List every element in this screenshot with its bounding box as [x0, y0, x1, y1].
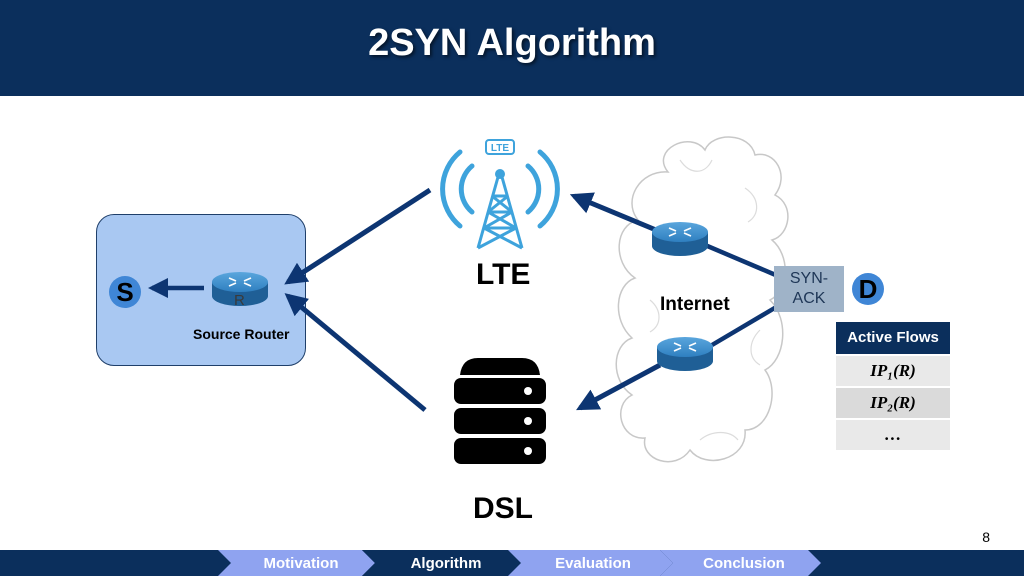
lte-caption: LTE — [476, 258, 531, 291]
source-router-caption: Source Router — [193, 326, 290, 342]
nav-tab-algorithm[interactable]: Algorithm — [410, 555, 482, 572]
active-flows-row: IP₂(R) — [836, 388, 950, 418]
nav-tab-conclusion[interactable]: Conclusion — [703, 555, 785, 572]
slide-title: 2SYN Algorithm — [368, 22, 656, 64]
dsl-caption: DSL — [473, 492, 533, 525]
synack-packet: SYN- ACK — [774, 266, 844, 312]
active-flows-row: … — [836, 420, 950, 450]
source-router-icon — [212, 272, 268, 306]
active-flows-rows: IP₁(R) IP₂(R) … — [836, 356, 950, 450]
internet-router-top-icon — [652, 222, 708, 256]
arrow-dsl-to-router — [284, 293, 427, 412]
destination-node-d: D — [852, 273, 884, 305]
lte-tower-badge: LTE — [491, 143, 509, 154]
internet-router-bottom-icon — [657, 337, 713, 371]
source-node-s: S — [109, 276, 141, 308]
internet-cloud — [615, 136, 789, 463]
active-flows-table: Active Flows IP₁(R) IP₂(R) … — [836, 322, 950, 450]
arrow-internet-to-dsl — [576, 362, 662, 411]
active-flows-row: IP₁(R) — [836, 356, 950, 386]
nav-tab-evaluation[interactable]: Evaluation — [555, 555, 631, 572]
dsl-server-icon — [454, 358, 546, 464]
active-flows-header: Active Flows — [836, 322, 950, 354]
link-router-to-synack — [704, 242, 780, 347]
synack-line1: SYN- — [789, 270, 829, 287]
source-router-label: R — [234, 292, 245, 309]
page-number: 8 — [982, 529, 990, 545]
arrow-lte-to-router — [284, 187, 432, 285]
arrow-internet-to-lte — [569, 192, 657, 233]
title-bar — [0, 0, 1024, 96]
internet-caption: Internet — [660, 294, 730, 315]
lte-tower-icon: LTE — [440, 139, 560, 250]
nav-tab-motivation[interactable]: Motivation — [263, 555, 339, 572]
synack-line2: ACK — [792, 290, 826, 307]
